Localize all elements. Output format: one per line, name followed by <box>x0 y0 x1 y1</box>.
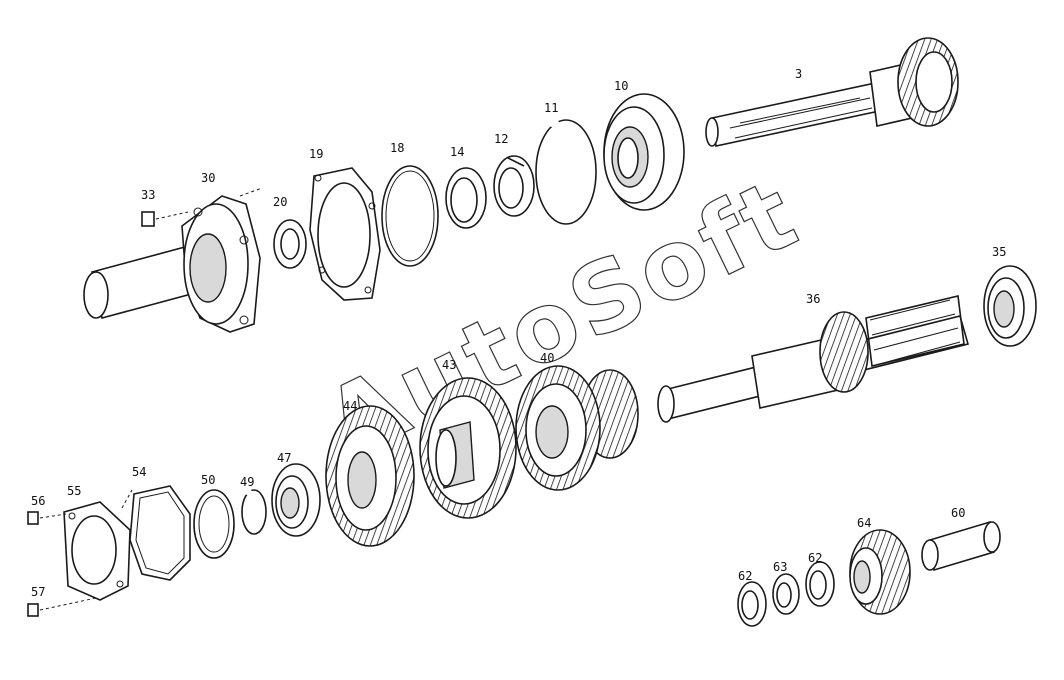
part-33-bolt <box>141 211 189 227</box>
label-12: 12 <box>494 132 508 146</box>
label-36: 36 <box>806 292 820 306</box>
label-20: 20 <box>273 195 287 209</box>
label-43: 43 <box>442 358 456 372</box>
label-11: 11 <box>544 101 558 115</box>
label-56: 56 <box>31 494 45 508</box>
part-20-seal <box>273 219 307 269</box>
label-30: 30 <box>201 171 215 185</box>
label-10: 10 <box>614 79 628 93</box>
label-19: 19 <box>309 147 323 161</box>
part-47-bearing <box>271 463 321 537</box>
label-35: 35 <box>992 245 1006 259</box>
part-18-o-ring <box>381 165 439 267</box>
part-57-bolt <box>27 597 97 617</box>
label-55: 55 <box>67 484 81 498</box>
label-14: 14 <box>450 145 464 159</box>
part-3-input-shaft <box>705 37 959 147</box>
part-11-snap-ring <box>535 119 597 225</box>
part-40-gear <box>515 365 639 491</box>
part-14-ring <box>445 167 487 229</box>
part-12-collar <box>493 155 535 217</box>
label-33: 33 <box>141 188 155 202</box>
label-44: 44 <box>343 399 357 413</box>
part-56-bolt <box>27 511 67 525</box>
part-54-gasket <box>129 485 191 581</box>
label-3: 3 <box>795 67 802 81</box>
part-labels: 3 10 11 12 14 18 19 20 30 33 35 36 40 43… <box>31 67 1006 599</box>
part-44-gear <box>325 405 415 547</box>
label-18: 18 <box>390 141 404 155</box>
part-55-cover <box>63 489 133 601</box>
part-35-bearing <box>983 265 1037 347</box>
part-19-gasket <box>309 167 381 301</box>
part-10-bearing <box>603 93 685 211</box>
part-30-bearing-retainer <box>83 187 263 333</box>
label-40: 40 <box>540 351 554 365</box>
part-36-countershaft <box>657 295 969 423</box>
part-64-idler-gear <box>849 529 911 615</box>
label-62-right: 62 <box>808 551 822 565</box>
part-62-needle-bearing-right <box>805 561 835 607</box>
label-62-left: 62 <box>738 569 752 583</box>
label-63: 63 <box>773 560 787 574</box>
part-49-snap-ring <box>241 489 267 535</box>
label-57: 57 <box>31 585 45 599</box>
part-60-idler-shaft <box>921 520 1001 572</box>
part-62-needle-bearing-left <box>737 581 767 627</box>
label-64: 64 <box>857 516 871 530</box>
label-50: 50 <box>201 473 215 487</box>
part-63-spacer <box>772 573 800 615</box>
label-49: 49 <box>240 475 254 489</box>
label-60: 60 <box>951 506 965 520</box>
part-43-gear <box>419 377 517 519</box>
label-54: 54 <box>132 465 146 479</box>
part-50-seal <box>193 489 235 559</box>
label-47: 47 <box>277 451 291 465</box>
